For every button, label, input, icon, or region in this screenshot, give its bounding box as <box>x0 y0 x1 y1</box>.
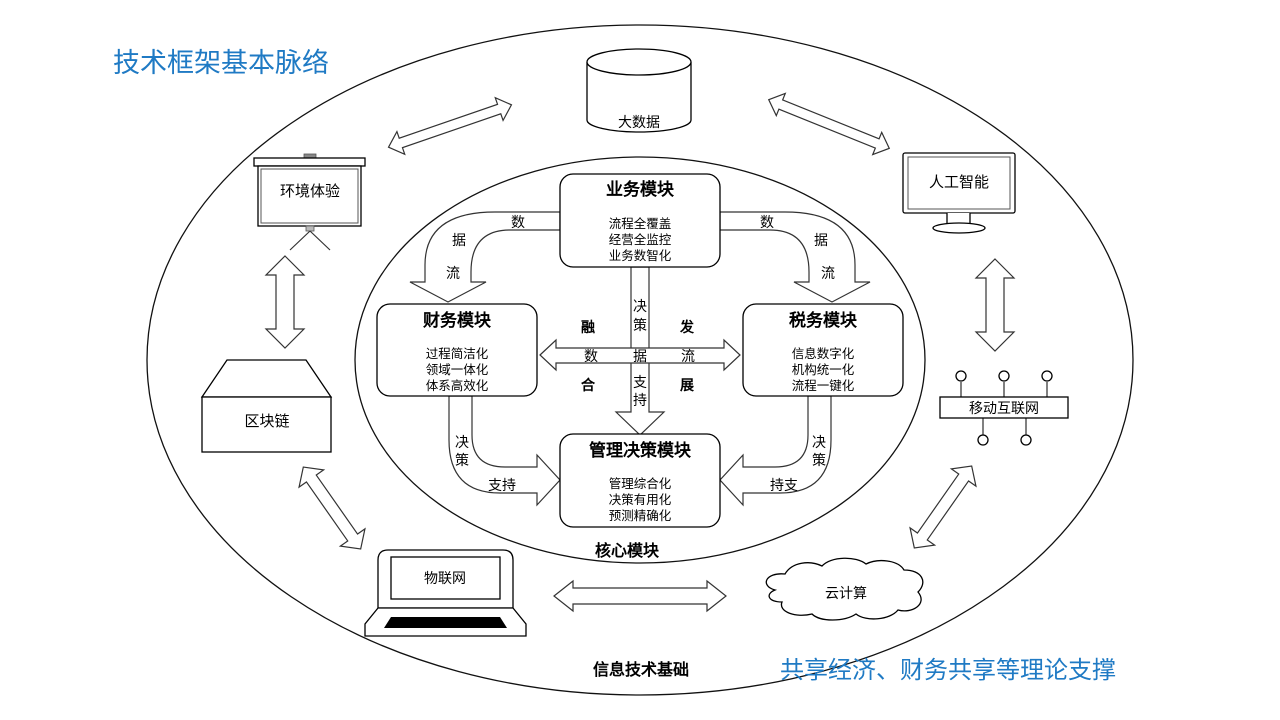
tech-mobile-internet: 移动互联网 <box>939 370 1069 446</box>
module-business: 业务模块 流程全覆盖 经营全监控 业务数智化 <box>559 173 721 268</box>
tech-environment: 环境体验 <box>253 153 366 251</box>
tech-environment-label: 环境体验 <box>280 182 340 200</box>
tech-big-data: 大数据 <box>586 48 692 133</box>
tech-blockchain: 区块链 <box>200 359 333 453</box>
flow-label: 据 <box>633 349 647 365</box>
flow-label: 数 <box>511 215 525 231</box>
core-module-label: 核心模块 <box>595 541 660 560</box>
outer-ring-it-base <box>146 24 1134 696</box>
module-finance-line: 领域一体化 <box>426 362 489 377</box>
it-base-label: 信息技术基础 <box>593 660 689 679</box>
double-arrow <box>974 258 1016 352</box>
tech-big-data-label: 大数据 <box>618 115 660 131</box>
tech-blockchain-label: 区块链 <box>244 412 289 430</box>
module-management-line: 决策有用化 <box>609 492 672 507</box>
flow-arrow-business-to-finance <box>409 211 561 303</box>
cloud-icon <box>765 557 924 621</box>
module-finance: 财务模块 过程简洁化 领域一体化 体系高效化 <box>376 303 538 397</box>
double-arrow <box>298 466 366 550</box>
double-arrow <box>553 579 727 613</box>
module-finance-line: 体系高效化 <box>426 378 489 393</box>
flow-label: 数 <box>760 215 774 231</box>
module-management: 管理决策模块 管理综合化 决策有用化 预测精确化 <box>559 433 721 528</box>
flow-label-fusion: 合 <box>581 377 596 394</box>
tech-mobile-internet-label: 移动互联网 <box>969 401 1039 417</box>
flow-label: 流 <box>681 349 695 365</box>
module-business-line: 流程全覆盖 <box>609 216 672 231</box>
page-title: 技术框架基本脉络 <box>113 48 329 79</box>
flow-label: 数 <box>584 349 598 365</box>
flow-label-development: 展 <box>680 378 694 394</box>
inner-ring-core <box>354 156 926 564</box>
flow-label: 流 <box>821 266 835 282</box>
flow-label-fusion: 融 <box>581 319 595 336</box>
flow-label: 支 <box>633 375 647 391</box>
flow-labels: 数 据 流 数 据 流 决 策 据 支 持 数 流 融 合 发 展 决 策 支持… <box>446 215 835 494</box>
network-nodes-icon <box>955 370 1053 446</box>
flow-label: 决 <box>633 299 647 315</box>
projector-screen-icon <box>253 157 366 167</box>
flow-label: 据 <box>814 233 828 249</box>
flow-label: 据 <box>452 233 466 249</box>
flow-arrow-tax-to-management <box>719 395 832 507</box>
flow-label: 流 <box>446 266 460 282</box>
flow-label: 策 <box>455 452 469 469</box>
module-management-line: 预测精确化 <box>609 508 672 523</box>
database-icon <box>586 48 692 76</box>
module-finance-title: 财务模块 <box>422 310 492 331</box>
connector-arrows <box>264 92 1016 613</box>
double-arrow <box>264 255 306 349</box>
flow-arrow-finance-tax <box>539 338 741 372</box>
double-arrow <box>909 465 977 549</box>
module-tax-line: 流程一键化 <box>792 378 855 393</box>
tech-cloud: 云计算 <box>765 557 924 621</box>
block-icon <box>200 359 333 398</box>
flow-label: 持支 <box>770 478 798 494</box>
module-business-title: 业务模块 <box>606 179 675 200</box>
flow-label: 策 <box>812 452 826 469</box>
flow-label: 持 <box>633 393 647 409</box>
flow-label: 决 <box>455 435 469 451</box>
flow-arrow-business-to-tax <box>719 211 871 303</box>
module-tax-line: 信息数字化 <box>792 346 855 361</box>
module-business-line: 经营全监控 <box>609 232 672 247</box>
module-finance-line: 过程简洁化 <box>426 346 489 361</box>
module-management-title: 管理决策模块 <box>589 440 692 461</box>
double-arrow <box>767 92 891 156</box>
flow-label: 决 <box>812 435 826 451</box>
theory-support-label: 共享经济、财务共享等理论支撑 <box>780 656 1116 684</box>
module-tax-line: 机构统一化 <box>792 362 855 377</box>
module-business-line: 业务数智化 <box>609 248 672 263</box>
flow-label-development: 发 <box>679 319 695 336</box>
flow-label: 支持 <box>488 478 516 494</box>
tech-ai-label: 人工智能 <box>929 173 989 191</box>
tech-ai: 人工智能 <box>902 152 1016 234</box>
tech-iot-label: 物联网 <box>424 571 466 587</box>
module-management-line: 管理综合化 <box>609 476 672 491</box>
tech-cloud-label: 云计算 <box>825 586 867 602</box>
flow-arrow-finance-to-management <box>448 395 561 507</box>
double-arrow <box>387 96 513 156</box>
module-tax: 税务模块 信息数字化 机构统一化 流程一键化 <box>742 303 904 397</box>
module-tax-title: 税务模块 <box>789 310 858 331</box>
flow-label: 策 <box>633 317 647 334</box>
tech-iot: 物联网 <box>364 549 527 637</box>
